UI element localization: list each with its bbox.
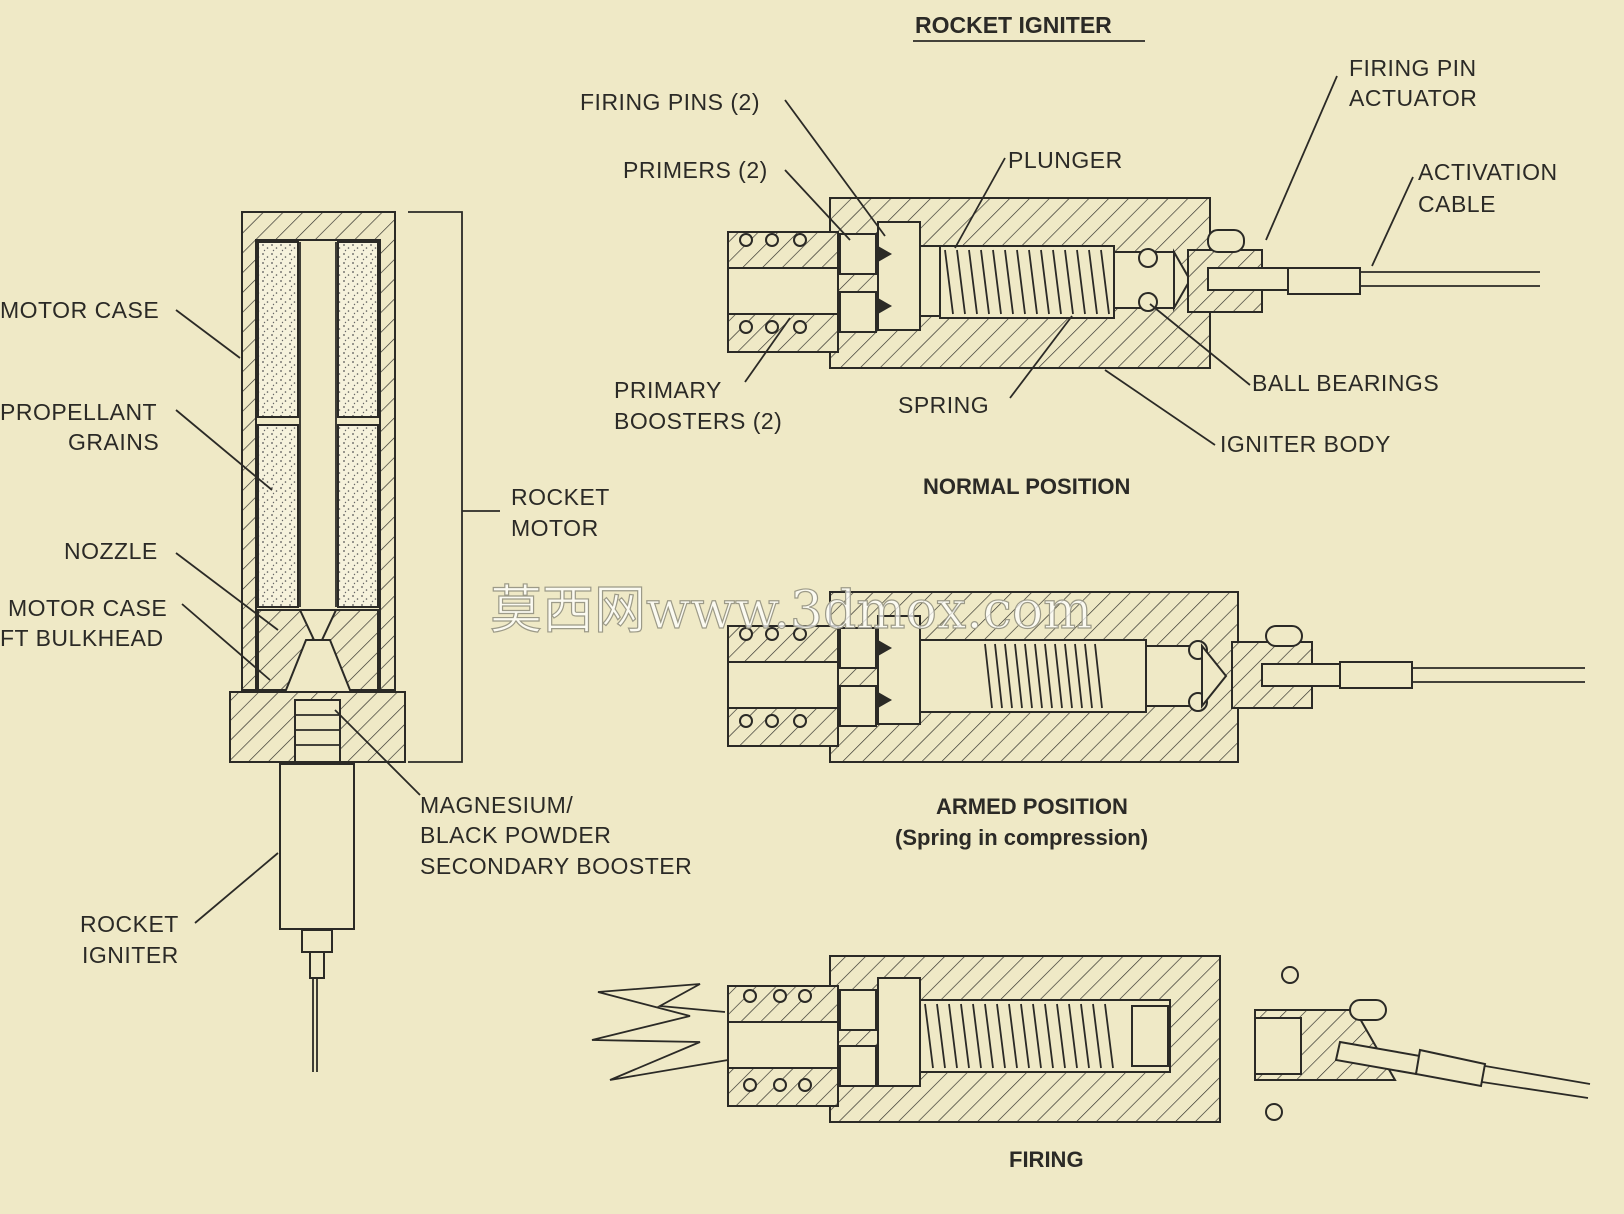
view-title-normal: NORMAL POSITION bbox=[923, 474, 1130, 499]
view-title-armed: ARMED POSITION bbox=[936, 794, 1128, 819]
label-igniter-body: IGNITER BODY bbox=[1220, 431, 1391, 457]
label-cable-2: CABLE bbox=[1418, 191, 1496, 217]
propellant-grain bbox=[337, 424, 379, 608]
label-primary-boosters-2: BOOSTERS (2) bbox=[614, 408, 782, 434]
igniter-armed-view bbox=[727, 591, 1585, 763]
label-cable: ACTIVATION bbox=[1418, 159, 1558, 185]
label-bulkhead: MOTOR CASE bbox=[8, 595, 167, 621]
label-rocket-motor-2: MOTOR bbox=[511, 515, 599, 541]
view-note-armed: (Spring in compression) bbox=[895, 825, 1148, 850]
igniter-firing-view bbox=[591, 955, 1591, 1123]
label-booster: MAGNESIUM/ bbox=[420, 792, 573, 818]
label-rocket-igniter-2: IGNITER bbox=[82, 942, 179, 968]
label-grains: GRAINS bbox=[68, 429, 159, 455]
label-actuator-2: ACTUATOR bbox=[1349, 85, 1477, 111]
label-spring: SPRING bbox=[898, 392, 989, 418]
label-plunger: PLUNGER bbox=[1008, 147, 1123, 173]
label-nozzle: NOZZLE bbox=[64, 538, 158, 564]
label-booster-2: BLACK POWDER bbox=[420, 822, 611, 848]
motor-case-wall bbox=[241, 211, 396, 691]
actuator-screw bbox=[1207, 229, 1245, 253]
ball-bearing bbox=[1138, 248, 1158, 268]
primer bbox=[839, 291, 877, 333]
label-primers: PRIMERS (2) bbox=[623, 157, 768, 183]
label-actuator: FIRING PIN bbox=[1349, 55, 1477, 81]
label-primary-boosters: PRIMARY bbox=[614, 377, 722, 403]
propellant-grain bbox=[337, 241, 379, 418]
label-booster-3: SECONDARY BOOSTER bbox=[420, 853, 692, 879]
rocket-motor-section bbox=[175, 211, 500, 1072]
secondary-booster bbox=[294, 699, 341, 763]
label-propellant: PROPELLANT bbox=[0, 399, 157, 425]
igniter-normal-view bbox=[727, 75, 1540, 446]
svg-text:ROCKET IGNITER: ROCKET IGNITER bbox=[915, 12, 1112, 38]
page-title: ROCKET IGNITER bbox=[913, 12, 1145, 42]
label-firing-pins: FIRING PINS (2) bbox=[580, 89, 760, 115]
label-bulkhead-2: FT BULKHEAD bbox=[0, 625, 164, 651]
nozzle bbox=[257, 609, 379, 691]
label-rocket-motor: ROCKET bbox=[511, 484, 610, 510]
rocket-igniter-tube bbox=[279, 763, 355, 930]
label-ball-bearings: BALL BEARINGS bbox=[1252, 370, 1439, 396]
spring bbox=[944, 249, 1110, 315]
watermark-text: 莫西网www.3dmox.com bbox=[490, 581, 1092, 641]
primer bbox=[839, 233, 877, 275]
label-motor-case: MOTOR CASE bbox=[0, 297, 159, 323]
firing-pin-block bbox=[877, 221, 921, 331]
propellant-grain bbox=[257, 424, 299, 608]
view-title-firing: FIRING bbox=[1009, 1147, 1084, 1172]
spring-chamber bbox=[939, 245, 1115, 319]
primary-booster bbox=[727, 267, 839, 315]
propellant-grain bbox=[257, 241, 299, 418]
label-rocket-igniter: ROCKET bbox=[80, 911, 179, 937]
